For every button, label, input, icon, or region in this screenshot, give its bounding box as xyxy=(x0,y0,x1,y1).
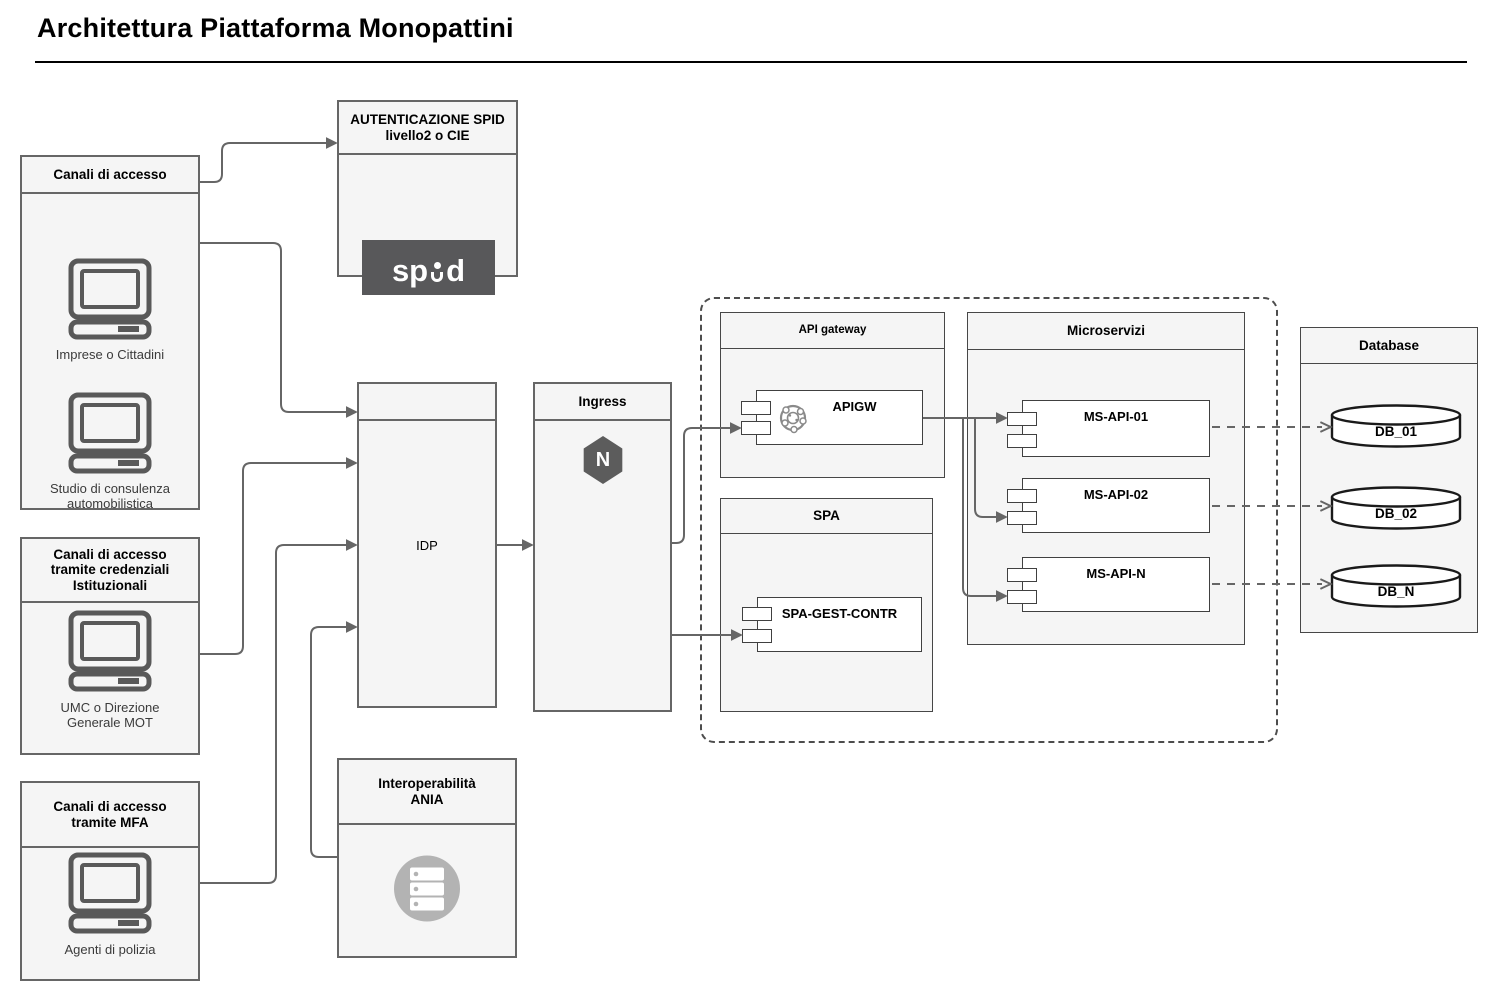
node-title: Interoperabilità ANIA xyxy=(378,775,476,807)
edge-mfa-to-idp xyxy=(200,539,358,884)
node-label: Studio di consulenza automobilistica xyxy=(50,481,170,511)
spid-logo: sp d xyxy=(362,240,495,295)
node-canali-mfa[interactable]: Canali di accesso tramite MFA Agenti di … xyxy=(20,781,200,981)
cylinder-label: DB_02 xyxy=(1375,506,1417,521)
component-spa-gest-contr[interactable]: SPA-GEST-CONTR xyxy=(742,597,922,652)
component-ms-api-02[interactable]: MS-API-02 xyxy=(1007,478,1210,533)
node-title: Canali di accesso tramite MFA xyxy=(53,798,167,830)
component-port xyxy=(742,607,772,621)
database-cylinder-db02[interactable]: DB_02 xyxy=(1330,485,1462,531)
component-port xyxy=(1007,568,1037,582)
component-label: APIGW xyxy=(832,399,877,414)
desktop-computer-icon xyxy=(68,610,152,697)
node-title: Database xyxy=(1301,328,1477,364)
cylinder-label: DB_N xyxy=(1378,584,1415,599)
component-port xyxy=(741,421,771,435)
node-ingress[interactable]: Ingress xyxy=(533,382,672,712)
node-interoperabilita-ania[interactable]: Interoperabilità ANIA xyxy=(337,758,517,958)
component-label: SPA-GEST-CONTR xyxy=(781,606,898,621)
edge-imprese-to-idp xyxy=(200,242,358,418)
database-cylinder-db01[interactable]: DB_01 xyxy=(1330,403,1462,449)
component-port xyxy=(742,629,772,643)
component-label: MS-API-01 xyxy=(1083,409,1149,424)
gateway-mesh-icon xyxy=(777,402,809,439)
server-stack-icon xyxy=(393,855,461,928)
component-ms-api-01[interactable]: MS-API-01 xyxy=(1007,400,1210,457)
component-port xyxy=(1007,434,1037,448)
component-port xyxy=(1007,511,1037,525)
edge-umc-to-idp xyxy=(200,457,358,655)
node-label: Agenti di polizia xyxy=(64,942,156,957)
database-cylinder-dbn[interactable]: DB_N xyxy=(1330,563,1462,609)
component-label: MS-API-N xyxy=(1086,566,1146,581)
desktop-computer-icon xyxy=(68,852,152,939)
edge-canali-to-spid xyxy=(200,137,338,183)
node-title: SPA xyxy=(721,499,932,534)
node-title: Canali di accesso xyxy=(22,157,198,194)
node-title: Ingress xyxy=(535,384,670,421)
title-divider xyxy=(35,61,1467,63)
node-title: Microservizi xyxy=(968,313,1244,350)
page-title: Architettura Piattaforma Monopattini xyxy=(37,13,514,43)
cylinder-label: DB_01 xyxy=(1375,424,1418,439)
component-ms-api-n[interactable]: MS-API-N xyxy=(1007,557,1210,612)
component-apigw[interactable]: APIGW xyxy=(741,390,923,445)
node-autenticazione-spid[interactable]: AUTENTICAZIONE SPID livello2 o CIE sp d xyxy=(337,100,518,295)
node-canali-di-accesso[interactable]: Canali di accesso Imprese o Cittadini St… xyxy=(20,155,200,511)
component-port xyxy=(1007,590,1037,604)
node-canali-credenziali-istituzionali[interactable]: Canali di accesso tramite credenziali Is… xyxy=(20,537,200,755)
node-idp[interactable]: IDP xyxy=(357,382,497,708)
desktop-computer-icon xyxy=(68,258,152,345)
node-title: Canali di accesso tramite credenziali Is… xyxy=(50,546,170,593)
component-port xyxy=(741,401,771,415)
node-label: IDP xyxy=(416,537,438,553)
component-label: MS-API-02 xyxy=(1083,487,1149,502)
node-title: API gateway xyxy=(721,313,944,349)
spid-i-glyph xyxy=(431,262,444,282)
node-title: AUTENTICAZIONE SPID livello2 o CIE xyxy=(350,111,505,143)
desktop-computer-icon xyxy=(68,392,152,479)
node-label: UMC o Direzione Generale MOT xyxy=(60,700,160,730)
component-port xyxy=(1007,489,1037,503)
node-label: Imprese o Cittadini xyxy=(55,347,165,362)
